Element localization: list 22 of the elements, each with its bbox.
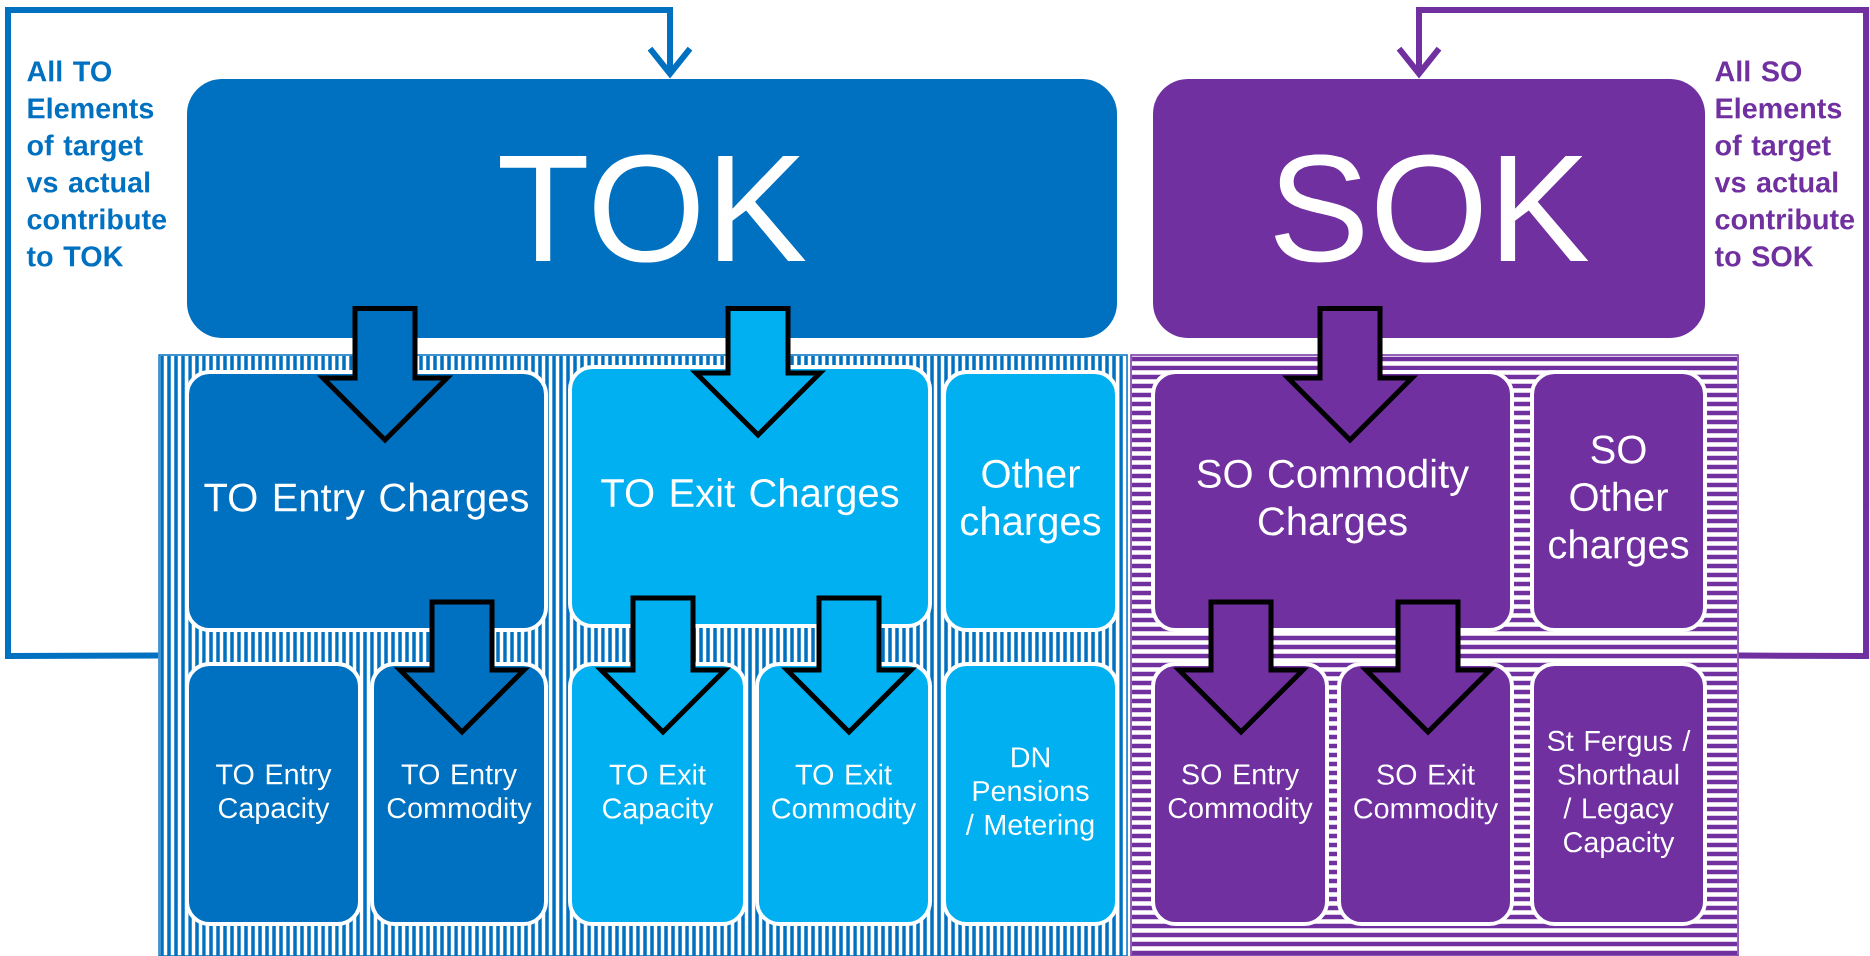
block-arrow (1282, 306, 1419, 444)
header-box: TOK (187, 79, 1118, 338)
note-text: All SO Elements of target vs actual contribute to SOK (1714, 60, 1855, 267)
charge-box: DN Pensions / Metering (942, 662, 1119, 927)
block-arrow (1360, 599, 1497, 736)
charge-box: TO Entry Capacity (185, 662, 362, 927)
charge-box: SO Commodity Charges (1151, 370, 1515, 632)
block-arrow (393, 599, 531, 736)
charge-box: SO Other charges (1530, 370, 1708, 632)
header-box: SOK (1153, 79, 1706, 338)
loop-arrow (1396, 7, 1870, 660)
block-arrow (594, 595, 732, 736)
charge-box: Other charges (942, 370, 1119, 632)
charge-box: St Fergus / Shorthaul / Legacy Capacity (1530, 662, 1708, 927)
block-arrow (1173, 599, 1310, 736)
block-arrow (689, 306, 827, 439)
loop-arrow (5, 7, 693, 660)
charge-box: TO Exit Charges (568, 365, 932, 628)
block-arrow (781, 595, 918, 736)
charge-box: TO Entry Charges (185, 370, 548, 632)
note-text: All TO Elements of target vs actual contribute to TOK (26, 60, 167, 267)
block-arrow (316, 306, 454, 444)
